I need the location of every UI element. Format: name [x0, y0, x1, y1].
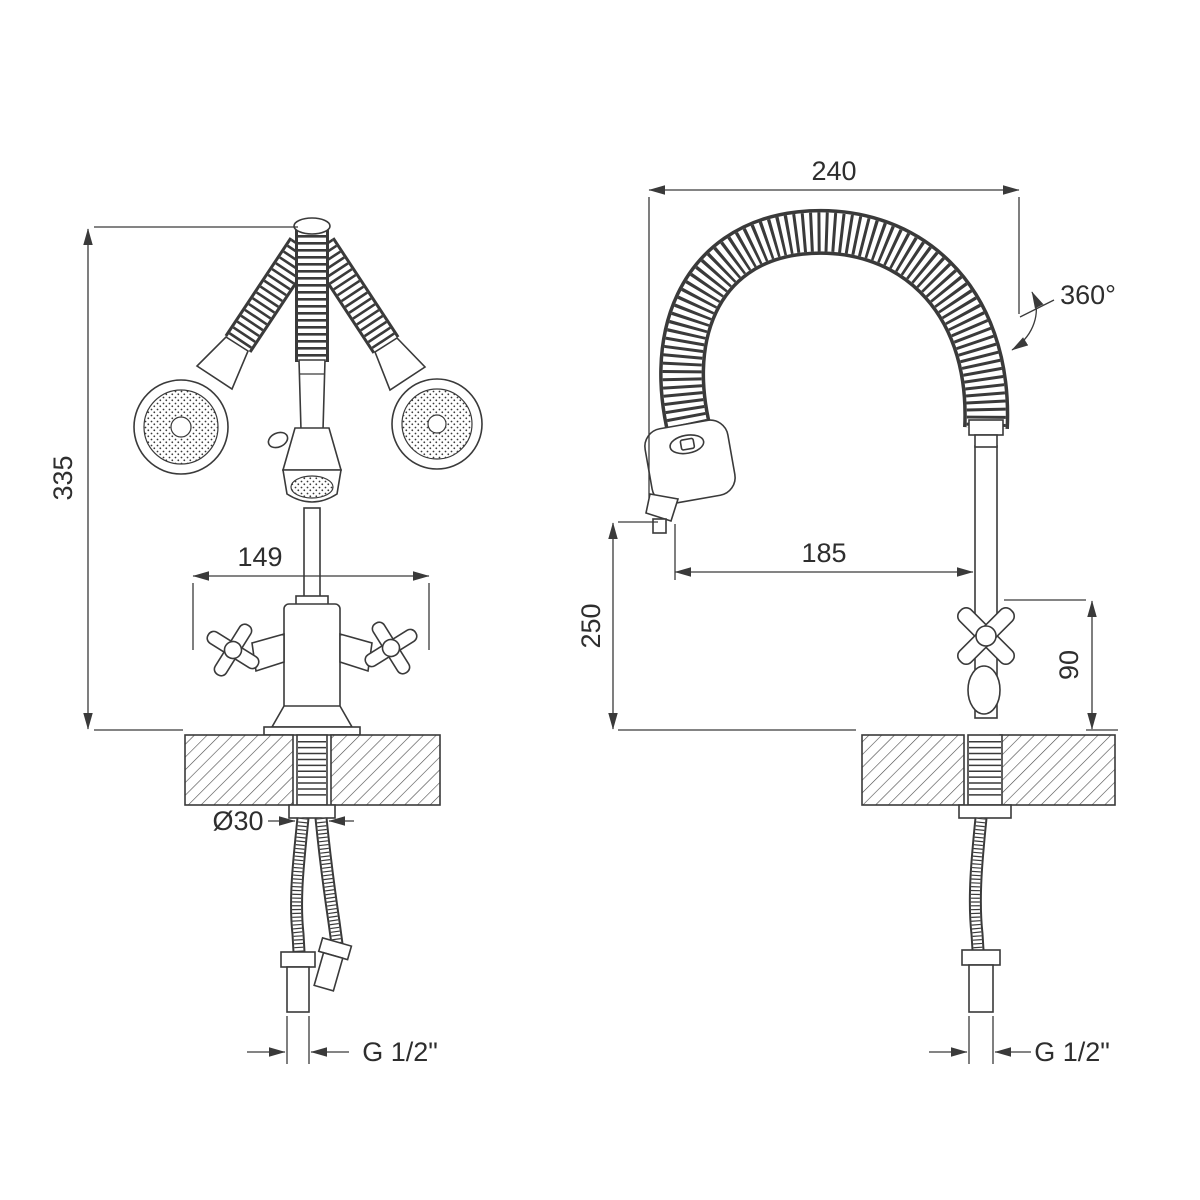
mounting-nut [288, 804, 336, 819]
flexible-hose-right-position [307, 237, 400, 354]
front-view [133, 217, 483, 1013]
base-plate [263, 726, 361, 736]
countertop-section-c [861, 734, 965, 806]
hose-nut-side [961, 949, 1001, 966]
dim-shank-diameter-label: Ø30 [212, 806, 263, 836]
dim-handle-height-label: 90 [1054, 650, 1084, 680]
supply-hose-side [968, 817, 988, 951]
base-cone [270, 705, 354, 728]
dim-thread-front-label: G 1/2" [362, 1037, 438, 1067]
supply-hose-right [314, 817, 344, 945]
spout-nut [968, 419, 1004, 436]
hose-nut-left [280, 951, 316, 968]
rotation-arc [1011, 291, 1044, 351]
handle-stem-left [251, 632, 285, 673]
dim-depth-label: 240 [811, 156, 856, 186]
countertop-section-d [999, 734, 1116, 806]
hose-top-cap [293, 217, 331, 235]
handle-stem-right [339, 632, 373, 673]
dimension-labels: 335 149 Ø30 G 1/2" 240 360° 185 250 90 G… [48, 156, 1116, 1067]
spout-collar [974, 434, 998, 448]
mounting-nut-side [958, 804, 1012, 819]
spray-head-left [133, 379, 229, 475]
diverter-knob [267, 431, 289, 449]
cross-handle-right [364, 621, 418, 675]
threaded-shank-side [967, 734, 1003, 806]
center-connector [298, 359, 326, 431]
spray-cone-right [374, 336, 427, 392]
faucet-body [283, 603, 341, 711]
spray-head-side [644, 419, 736, 505]
spray-head-right [391, 378, 483, 470]
dim-height-label: 335 [48, 455, 78, 500]
cross-handle-side [956, 606, 1016, 715]
countertop-section-a [184, 734, 294, 806]
countertop-section-b [330, 734, 441, 806]
dim-thread-side-label: G 1/2" [1034, 1037, 1110, 1067]
spray-nozzle [645, 493, 680, 523]
cross-handle-left [206, 623, 260, 677]
dim-rotation-label: 360° [1060, 280, 1116, 310]
flexible-hose-left-position [224, 237, 317, 353]
threaded-shank [296, 734, 328, 806]
spray-cone-left [195, 335, 249, 391]
dimensions [83, 185, 1118, 1064]
hose-fitting-right [313, 936, 353, 992]
dim-reach-label: 185 [801, 538, 846, 568]
flexible-spout-curve [659, 208, 1010, 455]
dim-spout-height-label: 250 [576, 603, 606, 648]
spray-head-center [281, 427, 343, 503]
hose-tube-left [286, 966, 310, 1013]
side-view [644, 208, 1116, 1013]
supply-hose-left [290, 817, 310, 953]
dim-spread-label: 149 [237, 542, 282, 572]
riser-pipe [303, 507, 321, 605]
hose-tube-side [968, 964, 994, 1013]
nozzle-tip [652, 518, 667, 534]
